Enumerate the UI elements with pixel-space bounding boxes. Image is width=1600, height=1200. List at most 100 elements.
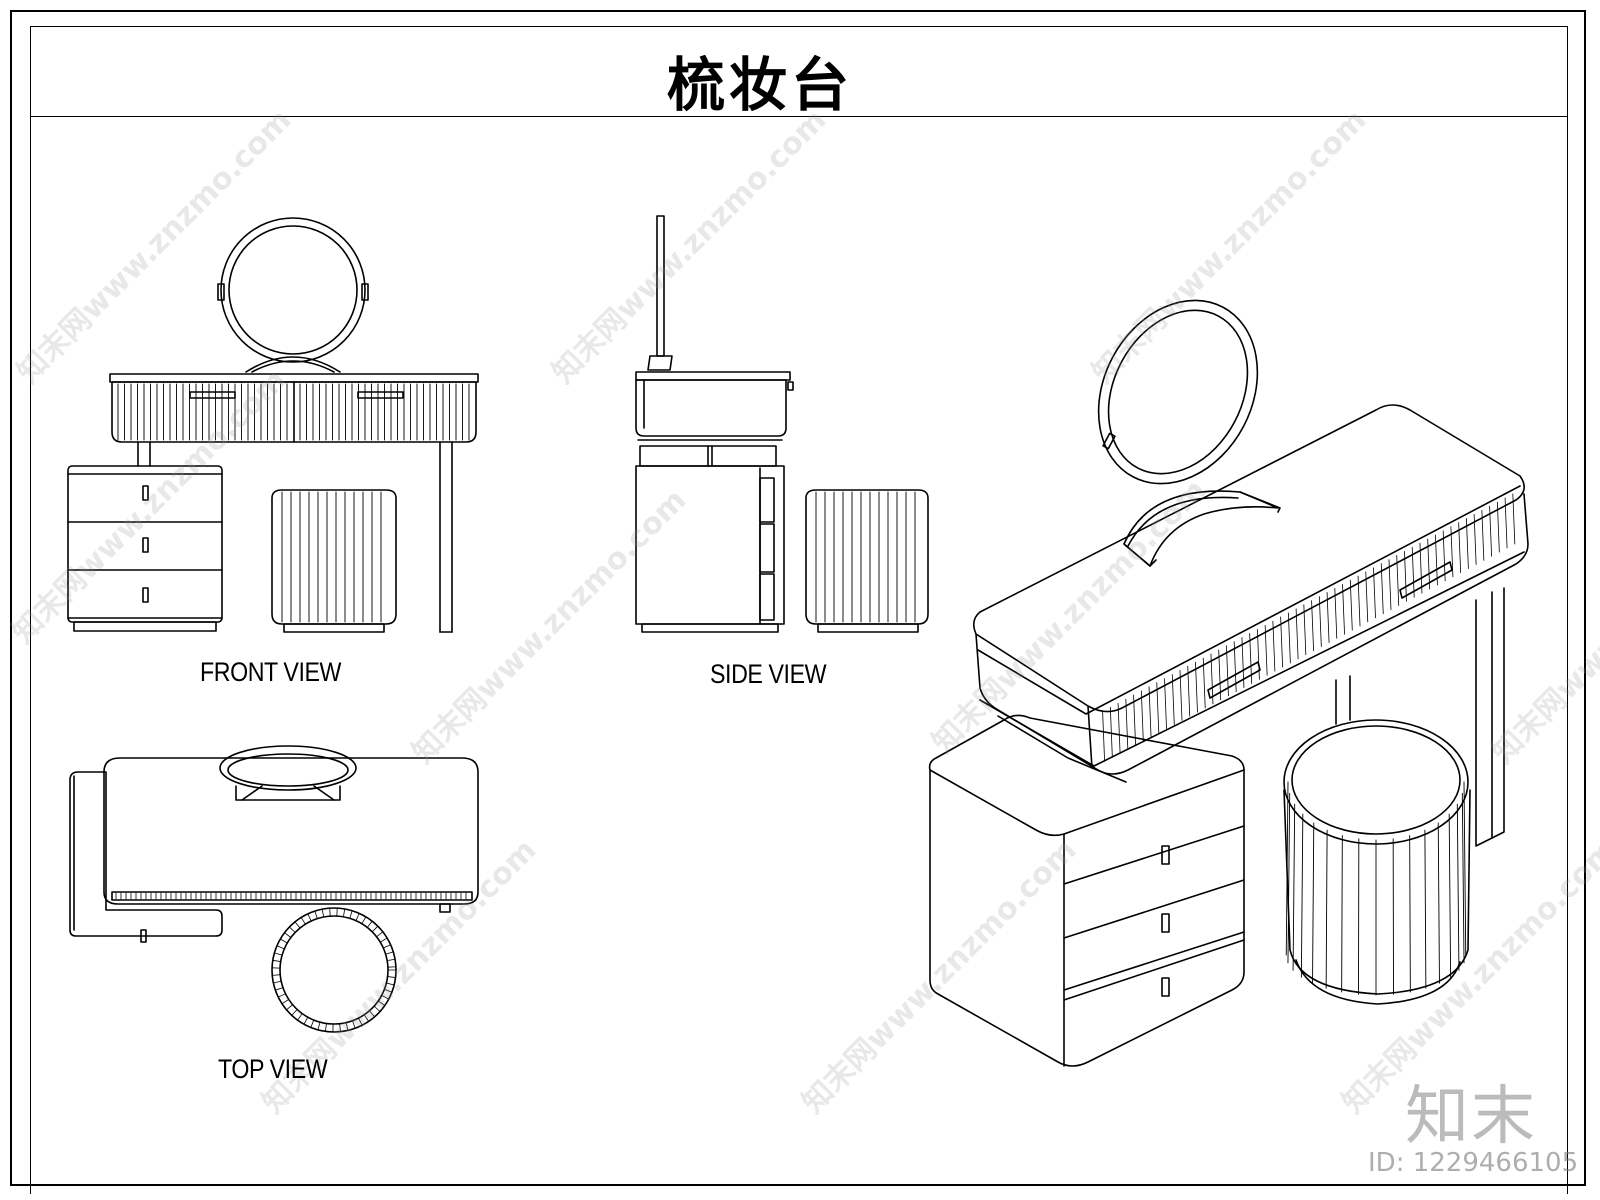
hatch-line	[1280, 616, 1284, 668]
hatch-line	[310, 1019, 315, 1028]
hatch-line	[369, 1010, 376, 1018]
hatch-line	[1357, 575, 1361, 627]
hatch-line	[1179, 670, 1183, 721]
hatch-line	[294, 921, 301, 929]
hatch-line	[1424, 829, 1427, 989]
hatch-line	[329, 907, 331, 917]
hatch-line	[1349, 579, 1353, 631]
hatch-line	[385, 951, 394, 955]
hatch-line	[1512, 493, 1516, 545]
hatch-line	[1481, 509, 1485, 561]
hatch-line	[1272, 620, 1276, 672]
hatch-line	[276, 945, 285, 950]
hatch-line	[1311, 600, 1314, 652]
hatch-line	[1285, 781, 1289, 956]
hatch-line	[1409, 835, 1411, 993]
isometric-drawing	[928, 299, 1529, 1067]
hatch-line	[1156, 682, 1160, 734]
hatch-line	[291, 1009, 298, 1016]
hatch-line	[352, 1020, 356, 1029]
hatch-line	[321, 908, 325, 918]
hatch-line	[274, 952, 283, 956]
hatch-line	[1448, 813, 1452, 978]
hatch-line	[1463, 781, 1467, 956]
hatch-line	[274, 987, 284, 991]
hatch-line	[379, 937, 388, 943]
hatch-line	[342, 908, 346, 918]
hatch-line	[1300, 813, 1304, 978]
hatch-line	[1109, 706, 1113, 758]
watermark-brand: 知末	[1405, 1080, 1537, 1154]
hatch-line	[324, 1023, 327, 1032]
hatch-line	[1341, 835, 1343, 993]
drawing-border-outer	[10, 10, 1586, 1186]
hatch-line	[314, 910, 318, 920]
hatch-line	[377, 1000, 386, 1006]
hatch-line	[339, 1023, 341, 1033]
hatch-line	[317, 1021, 321, 1031]
hatch-line	[307, 913, 312, 922]
hatch-line	[300, 917, 306, 925]
hatch-line	[1326, 592, 1330, 643]
hatch-line	[358, 1017, 363, 1026]
hatch-line	[1458, 522, 1462, 574]
hatch-line	[1461, 792, 1465, 964]
hatch-line	[1102, 711, 1105, 762]
hatch-line	[1117, 702, 1121, 754]
hatch-line	[1450, 526, 1454, 578]
hatch-line	[363, 1014, 370, 1022]
hatch-line	[289, 926, 296, 933]
hatch-line	[1365, 571, 1369, 623]
hatch-line	[1419, 542, 1423, 594]
top-view-label: TOP VIEW	[218, 1054, 328, 1084]
hatch-line	[1342, 583, 1345, 635]
hatch-line	[1388, 559, 1392, 610]
hatch-line	[284, 932, 292, 938]
hatch-line	[1334, 587, 1338, 639]
hatch-line	[361, 916, 367, 925]
hatch-line	[1187, 665, 1191, 717]
hatch-line	[1292, 803, 1296, 971]
front-view-drawing	[67, 217, 479, 633]
hatch-line	[272, 959, 282, 962]
hatch-line	[355, 912, 360, 922]
drawing-title: 梳妆台	[666, 51, 853, 119]
hatch-line	[1373, 567, 1376, 619]
hatch-line	[1148, 686, 1152, 738]
hatch-line	[297, 1013, 303, 1021]
hatch-line	[1456, 803, 1460, 971]
hatch-line	[1295, 608, 1299, 660]
hatch-line	[1504, 497, 1508, 549]
hatch-line	[1489, 505, 1492, 557]
hatch-line	[386, 958, 396, 962]
hatch-line	[1435, 534, 1438, 586]
hatch-line	[1140, 690, 1144, 742]
hatch-line	[1396, 555, 1400, 606]
side-view-drawing	[635, 215, 929, 633]
side-view-label: SIDE VIEW	[710, 659, 827, 689]
hatch-line	[303, 1016, 309, 1025]
hatch-line	[1195, 661, 1198, 713]
hatch-line	[1125, 698, 1129, 750]
hatch-line	[272, 980, 282, 984]
hatch-line	[1287, 612, 1291, 664]
hatch-line	[271, 974, 281, 976]
title-divider	[30, 116, 1568, 117]
hatch-line	[371, 925, 379, 933]
hatch-line	[366, 920, 373, 928]
hatch-line	[1411, 546, 1415, 598]
hatch-line	[1473, 514, 1477, 565]
hatch-line	[1496, 501, 1500, 553]
hatch-line	[279, 938, 288, 944]
hatch-line	[1264, 624, 1268, 676]
front-view-label: FRONT VIEW	[200, 657, 342, 687]
hatch-line	[1164, 678, 1167, 730]
hatch-line	[382, 944, 392, 949]
hatch-line	[277, 993, 286, 998]
hatch-line	[373, 1005, 381, 1012]
hatch-line	[384, 988, 393, 993]
hatch-line	[1133, 694, 1136, 746]
hatch-line	[376, 931, 384, 938]
top-view-drawing	[69, 745, 479, 1033]
